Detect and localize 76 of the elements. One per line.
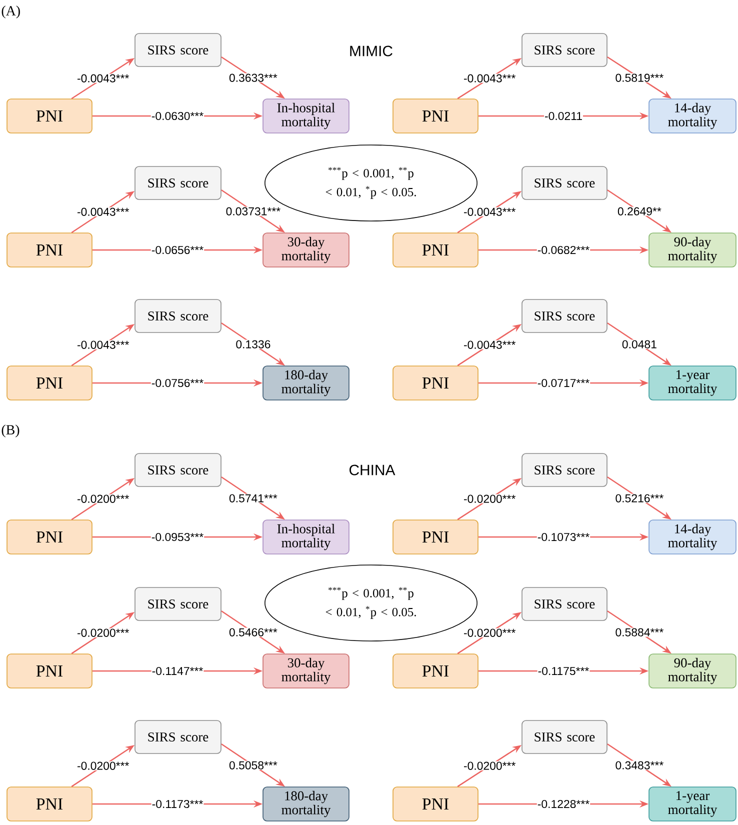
panel-title: MIMIC: [350, 46, 392, 56]
predictor-box: PNI: [6, 520, 92, 554]
edge-label: -0.0200***: [76, 494, 130, 504]
edge-label: -0.0630***: [150, 111, 204, 121]
outcome-box: In-hospital mortality: [262, 98, 350, 134]
outcome-box: In-hospital mortality: [262, 520, 350, 554]
edge-label: -0.0656***: [150, 245, 204, 255]
predictor-box: PNI: [6, 232, 92, 268]
panel-title: CHINA: [350, 464, 396, 476]
outcome-box: 90-day mortality: [648, 654, 736, 688]
predictor-box: PNI: [392, 654, 478, 688]
predictor-box: PNI: [6, 786, 92, 822]
edge-label: 0.2649**: [616, 206, 662, 216]
score-box: SIRS score: [522, 166, 608, 200]
edge-label: -0.0717***: [536, 378, 590, 388]
outcome-box: 180-day mortality: [262, 366, 350, 400]
edge-label: 0.1336: [235, 340, 272, 349]
predictor-box: PNI: [6, 366, 92, 400]
score-box: SIRS score: [522, 453, 608, 487]
edge-label: -0.1175***: [537, 666, 590, 676]
edge-label: 0.5058***: [228, 760, 278, 770]
score-box: SIRS score: [134, 299, 222, 333]
panel-label: (B): [2, 424, 20, 438]
score-box: SIRS score: [522, 299, 608, 333]
outcome-box: 30-day mortality: [262, 654, 350, 688]
edge-label: -0.0756***: [150, 378, 204, 388]
edge-label: 0.03731***: [225, 206, 282, 216]
panel-label: (A): [2, 6, 20, 18]
edge-label: -0.0043***: [76, 74, 130, 83]
score-box: SIRS score: [522, 720, 608, 754]
outcome-box: 1-year mortality: [648, 786, 736, 822]
edge-label: -0.0043***: [76, 340, 130, 350]
edge-label: -0.0200***: [76, 761, 130, 770]
edge-label: -0.0200***: [462, 761, 516, 770]
predictor-box: PNI: [392, 786, 478, 822]
outcome-box: 14-day mortality: [648, 98, 736, 134]
edge-label: -0.0200***: [462, 494, 516, 504]
edge-label: 0.5884***: [614, 628, 664, 637]
edge-label: -0.0200***: [76, 628, 130, 638]
predictor-box: PNI: [392, 520, 478, 554]
score-box: SIRS score: [134, 720, 222, 754]
outcome-box: 90-day mortality: [648, 232, 736, 268]
edge-label: -0.0043***: [462, 207, 516, 216]
predictor-box: PNI: [6, 654, 92, 688]
edge-label: 0.0481: [621, 340, 658, 349]
edge-label: 0.3483***: [614, 760, 664, 770]
edge-label: 0.3633***: [228, 73, 278, 82]
edge-label: -0.1073***: [536, 532, 590, 542]
predictor-box: PNI: [392, 232, 478, 268]
edge-label: 0.5466***: [228, 628, 278, 637]
edge-label: 0.5819***: [614, 73, 664, 82]
outcome-box: 14-day mortality: [648, 520, 736, 554]
edge-label: 0.5216***: [614, 494, 664, 503]
score-box: SIRS score: [134, 33, 222, 67]
edge-label: 0.5741***: [228, 494, 278, 503]
outcome-box: 30-day mortality: [262, 232, 350, 268]
predictor-box: PNI: [6, 98, 92, 134]
edge-label: -0.0043***: [462, 340, 516, 350]
predictor-box: PNI: [392, 98, 478, 134]
outcome-box: 1-year mortality: [648, 366, 736, 400]
score-box: SIRS score: [522, 33, 608, 67]
outcome-box: 180-day mortality: [262, 786, 350, 822]
edge-label: -0.0200***: [462, 628, 516, 638]
edge-label: -0.0043***: [462, 74, 516, 83]
predictor-box: PNI: [392, 366, 478, 400]
edge-label: -0.1228***: [536, 799, 590, 809]
edge-label: -0.0682***: [536, 245, 590, 255]
edge-label: -0.0043***: [76, 207, 130, 216]
score-box: SIRS score: [134, 166, 222, 200]
score-box: SIRS score: [134, 587, 222, 621]
edge-label: -0.1147***: [151, 666, 204, 676]
score-box: SIRS score: [134, 453, 222, 487]
score-box: SIRS score: [522, 587, 608, 621]
edge-label: -0.0953***: [150, 532, 204, 542]
edge-label: -0.0211: [544, 111, 583, 121]
edge-label: -0.1173***: [151, 799, 204, 809]
